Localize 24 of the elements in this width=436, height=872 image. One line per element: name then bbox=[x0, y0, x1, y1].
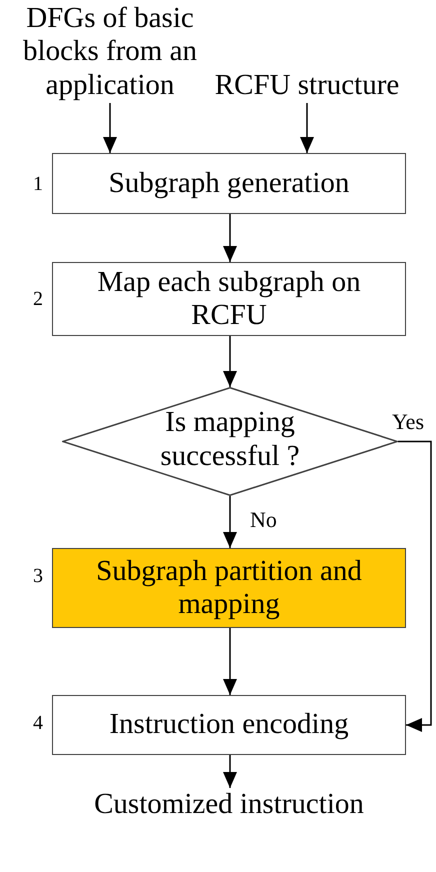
step-number: 3 bbox=[33, 565, 43, 587]
process-box bbox=[52, 153, 406, 214]
arrow bbox=[300, 103, 314, 153]
arrow bbox=[223, 336, 237, 387]
input-label: DFGs of basic blocks from an application bbox=[17, 2, 203, 103]
step-number: 2 bbox=[33, 288, 43, 310]
step-label: Subgraph partition and mapping bbox=[95, 554, 363, 622]
highlighted-process-box bbox=[52, 548, 406, 628]
arrow bbox=[223, 755, 237, 788]
step-label: Instruction encoding bbox=[109, 708, 349, 742]
arrow bbox=[398, 440, 432, 732]
arrow bbox=[223, 628, 237, 695]
arrow bbox=[103, 103, 117, 153]
arrow bbox=[223, 496, 237, 548]
step-label: Map each subgraph on RCFU bbox=[96, 266, 362, 332]
arrow bbox=[223, 214, 237, 262]
step-label: Subgraph generation bbox=[108, 166, 350, 200]
decision-label: Is mapping successful ? bbox=[159, 406, 301, 473]
step-number: 1 bbox=[33, 172, 43, 194]
process-box bbox=[52, 695, 406, 755]
output-label: Customized instruction bbox=[70, 788, 388, 824]
process-box bbox=[52, 262, 406, 336]
step-number: 4 bbox=[33, 712, 43, 734]
input-label: RCFU structure bbox=[205, 69, 409, 103]
